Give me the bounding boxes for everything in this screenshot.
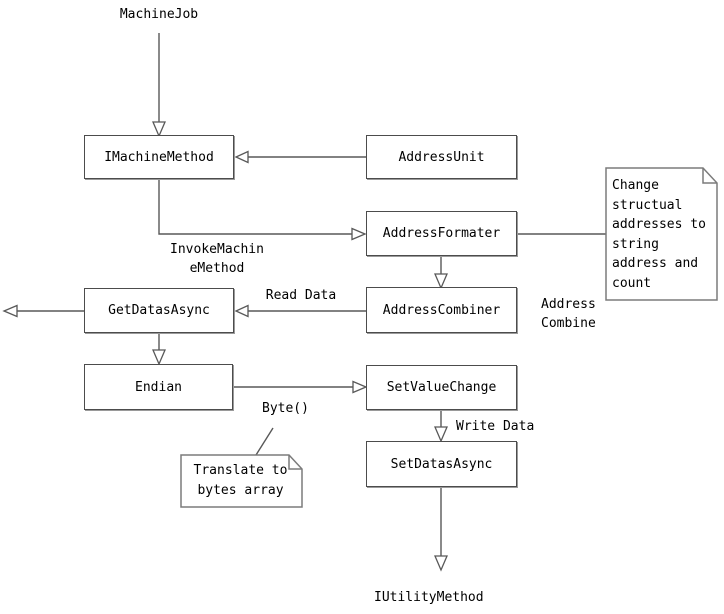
node-setdatasasync: SetDatasAsync [366,441,517,487]
node-getdatasasync: GetDatasAsync [84,288,234,333]
arrowhead-left-getdatasasync [234,304,249,318]
arrowhead-down-imachinemethod [152,121,166,138]
note-shape-change-structual [605,167,718,301]
node-addressunit: AddressUnit [366,135,517,179]
note-text-translate-bytes: Translate to bytes array [193,463,288,498]
node-label: AddressUnit [398,149,485,165]
edge-note-byte-callout [255,427,274,456]
note-text-change-structual: Change structual addresses to string add… [612,178,706,291]
node-setvaluechange: SetValueChange [366,365,517,410]
node-label: AddressFormater [382,226,501,241]
label-address-combine: Address Combine [541,297,596,331]
node-label: GetDatasAsync [108,303,210,318]
node-addresscombiner: AddressCombiner [366,287,517,333]
node-imachinemethod: IMachineMethod [84,135,234,179]
node-label: SetDatasAsync [390,456,493,472]
arrowhead-down-setdatasasync [434,426,448,443]
node-label: AddressCombiner [382,302,501,318]
node-addressformater: AddressFormater [366,211,517,256]
edge-imachinemethod-addressformater [158,179,352,235]
label-iutilitymethod: IUtilityMethod [374,590,484,605]
note-shape-translate-bytes [180,454,303,508]
node-label: IMachineMethod [104,149,214,165]
arrowhead-down-endian [152,349,166,366]
label-write-data: Write Data [456,419,535,434]
label-byte: Byte() [262,401,309,416]
arrowhead-left-imachinemethod [234,150,249,164]
node-endian: Endian [84,364,233,410]
arrowhead-down-addresscombiner [434,273,448,290]
label-read-data: Read Data [265,288,337,303]
arrowhead-left-out [2,304,18,318]
note-fold-icon [702,168,717,184]
arrowhead-right-addressformater [351,227,367,241]
note-fold-icon [288,455,302,470]
label-invokemachinemethod: InvokeMachin eMethod [170,242,264,276]
node-label: Endian [135,379,182,395]
arrowhead-right-setvaluechange [352,380,368,394]
node-label: SetValueChange [386,380,497,395]
arrowhead-down-iutilitymethod [434,555,448,572]
label-machinejob: MachineJob [119,7,199,22]
